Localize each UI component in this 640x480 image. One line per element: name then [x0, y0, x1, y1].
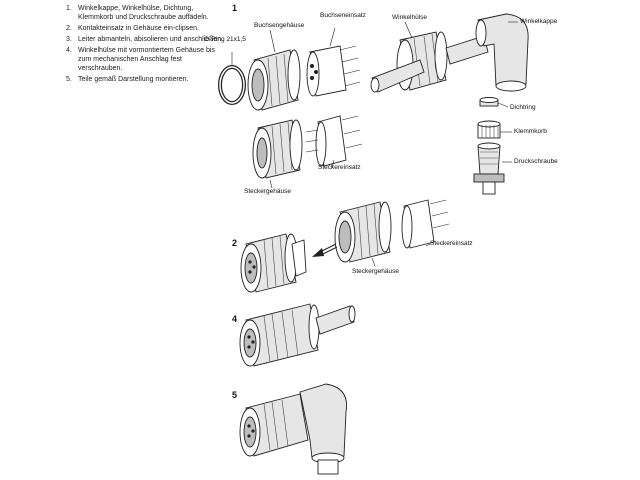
assembled-plug-step4 — [239, 303, 356, 367]
label-socket-housing: Buchsengehäuse — [254, 22, 305, 29]
plug-housing-part — [252, 119, 303, 179]
assembly-arrow — [312, 243, 338, 257]
leader-line — [497, 102, 509, 108]
instruction-item: 5.Teile gemäß Darstellung montieren. — [66, 76, 189, 83]
instruction-item: 3.Leiter abmanteln, abisolieren und ansc… — [66, 36, 224, 43]
step-number: 1 — [232, 3, 238, 13]
leader-line — [404, 21, 413, 39]
label-socket-insert: Buchseneinsatz — [320, 12, 366, 19]
instruction-item: 1.Winkelkappe, Winkelhülse, Dichtung, Kl… — [66, 5, 209, 21]
socket-insert-part — [306, 45, 361, 97]
leader-line — [331, 159, 335, 169]
assembled-plug-step5 — [239, 383, 348, 475]
o-ring — [218, 65, 246, 105]
pressure-screw-part — [473, 142, 505, 195]
label-angle-sleeve: Winkelhülse — [392, 14, 428, 21]
label-pressure-screw: Druckschraube — [514, 158, 558, 165]
assembled-plug-step2 — [240, 233, 307, 293]
step-number: 4 — [232, 314, 238, 324]
angle-cap-part — [475, 13, 529, 92]
step-number: 5 — [232, 390, 238, 400]
label-angle-cap: Winkelkappe — [520, 18, 558, 25]
leader-line — [269, 179, 273, 189]
socket-housing-part — [247, 49, 301, 111]
leader-line — [371, 257, 376, 267]
label-plug-insert: Steckereinsatz — [430, 240, 473, 247]
label-clamp-basket: Klemmkorb — [514, 128, 547, 135]
leader-line — [269, 29, 276, 53]
step-number: 2 — [232, 238, 238, 248]
label-plug-housing: Steckergehäuse — [244, 188, 291, 195]
plug-housing-part — [334, 201, 392, 263]
plug-insert-part — [305, 115, 363, 167]
angle-sleeve-part — [396, 31, 448, 91]
label-seal-ring: Dichtring — [510, 104, 536, 111]
instruction-list: 1.Winkelkappe, Winkelhülse, Dichtung, Kl… — [66, 4, 226, 86]
label-o-ring: O-Ring 21x1,5 — [204, 36, 246, 43]
plug-insert-part — [401, 199, 450, 249]
instruction-item: 2.Kontakteinsatz in Gehäuse ein-clipsen. — [66, 25, 200, 32]
label-plug-housing: Steckergehäuse — [352, 268, 399, 275]
seal-ring-part — [479, 97, 499, 107]
clamp-basket-part — [477, 120, 501, 139]
cable-end — [370, 77, 380, 93]
leader-line — [329, 27, 336, 47]
label-plug-insert: Steckereinsatz — [318, 164, 361, 171]
instruction-item: 4.Winkelhülse mit vormontiertem Gehäuse … — [66, 47, 215, 72]
leader-line — [425, 243, 431, 247]
